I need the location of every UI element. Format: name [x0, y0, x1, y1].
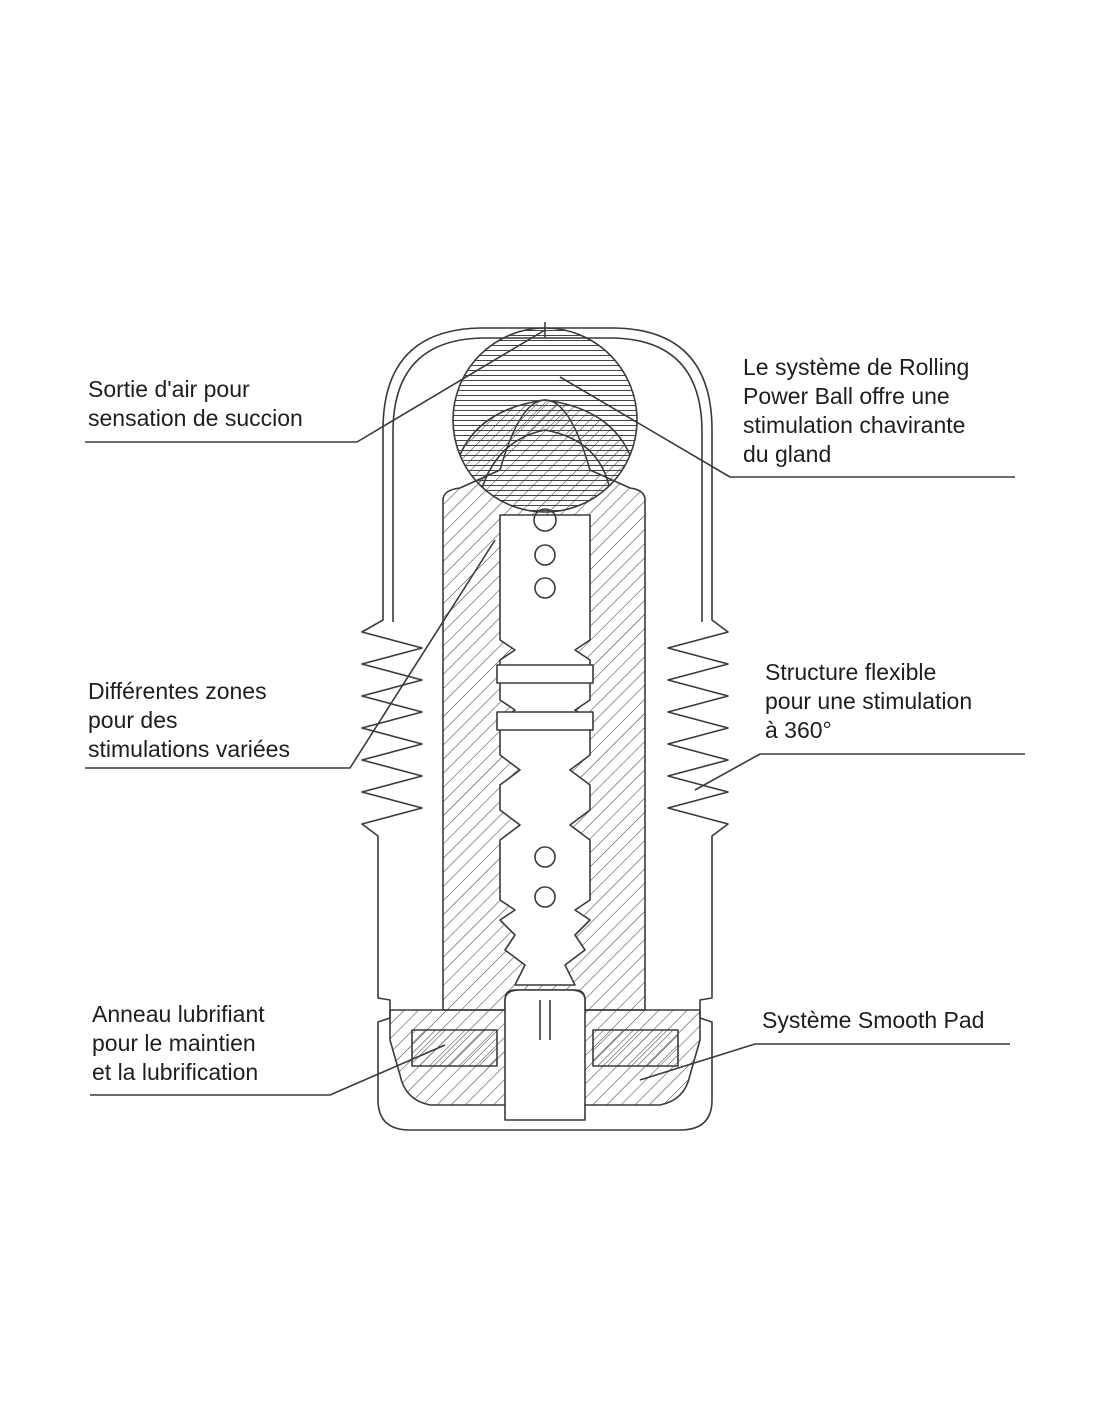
label-line: Système Smooth Pad — [762, 1007, 985, 1033]
label-line: à 360° — [765, 717, 832, 743]
label-flexible: Structure flexible pour une stimulation … — [765, 658, 972, 745]
label-line: Sortie d'air pour — [88, 376, 250, 402]
leader-smooth-pad — [639, 1043, 1010, 1081]
label-line: et la lubrification — [92, 1059, 259, 1085]
leader-air-outlet — [85, 329, 546, 443]
base-cap — [504, 989, 586, 1121]
label-rolling-ball: Le système de Rolling Power Ball offre u… — [743, 353, 969, 469]
label-line: Différentes zones — [88, 678, 267, 704]
label-zones: Différentes zones pour des stimulations … — [88, 677, 290, 764]
lube-ring-left — [411, 1029, 498, 1067]
label-line: stimulation chavirante — [743, 412, 966, 438]
outer-casing — [361, 327, 729, 1131]
label-line: du gland — [743, 441, 832, 467]
lube-ring-right — [592, 1029, 679, 1067]
label-line: Anneau lubrifiant — [92, 1001, 265, 1027]
label-line: Le système de Rolling — [743, 354, 970, 380]
label-line: Power Ball offre une — [743, 383, 950, 409]
leader-lube-ring — [90, 1044, 446, 1096]
leader-rolling-ball — [559, 376, 1015, 478]
central-channel — [499, 514, 591, 986]
label-line: pour des — [88, 707, 178, 733]
leader-zones — [85, 539, 496, 769]
label-smooth-pad: Système Smooth Pad — [762, 1006, 984, 1035]
label-line: pour une stimulation — [765, 688, 973, 714]
label-air-outlet: Sortie d'air pour sensation de succion — [88, 375, 303, 433]
label-line: stimulations variées — [88, 736, 290, 762]
label-lube-ring: Anneau lubrifiant pour le maintien et la… — [92, 1000, 265, 1087]
leader-flexible — [694, 753, 1025, 791]
label-line: sensation de succion — [88, 405, 303, 431]
label-line: Structure flexible — [765, 659, 937, 685]
label-line: pour le maintien — [92, 1030, 256, 1056]
